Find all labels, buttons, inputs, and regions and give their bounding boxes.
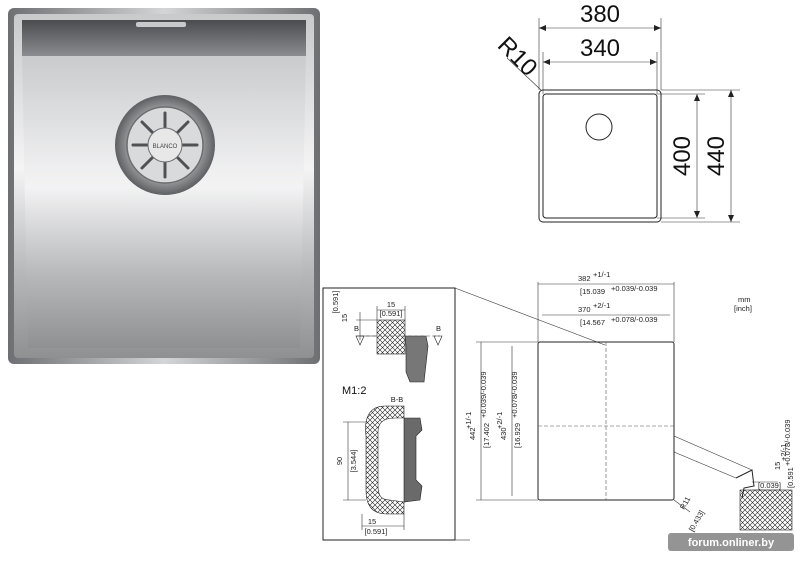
dim-430-tol: +2/-1 [495, 412, 504, 429]
clip-profile-bb [403, 417, 423, 503]
section-frame [322, 287, 456, 541]
section-dim-3544: [3.544] [349, 450, 358, 473]
dim-15-2-inch: [0.591 [786, 467, 795, 488]
sink-photo: BLANCO [8, 8, 320, 364]
section-detail-panel: 15 [0.591] 15 [0.591] B B M1:2 B-B 90 [3… [322, 287, 606, 541]
scale-label: M1:2 [342, 385, 366, 397]
dim-400-label: 400 [669, 136, 696, 176]
section-dim-15-top: 15 [387, 300, 395, 309]
dim-442-inch: [17.402 [482, 423, 491, 448]
drain-cap [147, 127, 183, 163]
section-dim-0591-left: [0.591] [331, 291, 340, 314]
watermark: forum.onliner.by [668, 533, 794, 551]
dim-15-2-tol: +2/-1 [779, 444, 788, 461]
watermark-text: forum.onliner.by [688, 537, 775, 549]
callout-line-top [454, 287, 606, 346]
dim-r11-inch: [0.433] [687, 509, 706, 533]
section-marker-b-right: B [436, 324, 441, 333]
section-dim-15-left: 15 [340, 314, 349, 322]
sink-edge-profile [404, 335, 429, 383]
dim-15-2-inch-tol: +0.078/-0.039 [783, 420, 792, 467]
dim-370-inch: [14.567 [580, 318, 605, 327]
section-dim-15-bottom: 15 [368, 517, 376, 526]
drain-hole-outline [585, 113, 613, 141]
dim-382: 382 [578, 274, 591, 283]
counter-hatch-detail [739, 489, 793, 531]
units-inch: [inch] [734, 304, 752, 313]
dim-440-label: 440 [703, 136, 730, 176]
section-marker-b-left: B [354, 324, 359, 333]
dim-15-2: 15 [773, 462, 782, 470]
dim-382-inch: [15.039 [580, 287, 605, 296]
dim-442: 442 [468, 427, 477, 440]
dim-382-inch-tol: +0.039/-0.039 [611, 284, 658, 293]
dim-382-tol: +1/-1 [593, 270, 610, 279]
dim-039: [0.039] [758, 481, 781, 490]
dim-442-tol: +1/-1 [464, 412, 473, 429]
units-mm: mm [738, 295, 751, 304]
dim-340-label: 340 [580, 35, 620, 62]
brand-badge: BLANCO [153, 144, 178, 150]
dim-370-inch-tol: +0.078/-0.039 [611, 315, 658, 324]
sink-outline-outer [538, 89, 662, 223]
detail-dimension-drawing: mm [inch] 382 +1/-1 [15.039 +0.039/-0.03… [464, 270, 795, 533]
dim-380-label: 380 [580, 1, 620, 28]
sink-floor [22, 56, 306, 348]
dim-430-inch: [16.929 [513, 423, 522, 448]
sink-outline-inner [542, 93, 658, 219]
callout-line-profile [673, 435, 753, 471]
section-bb-label: B-B [391, 395, 404, 404]
dim-430: 430 [499, 427, 508, 440]
overflow-slot [136, 22, 186, 27]
section-dim-0591-top: [0.591] [380, 309, 403, 318]
radius-label: R10 [492, 32, 542, 82]
counter-hatch-top [376, 319, 406, 355]
dim-r11: R11 [678, 495, 692, 511]
section-dim-90: 90 [335, 457, 344, 465]
dim-370: 370 [578, 305, 591, 314]
section-dim-0591-bottom: [0.591] [365, 527, 388, 536]
dim-442-inch-tol: +0.039/-0.039 [479, 372, 488, 419]
dim-370-tol: +2/-1 [593, 301, 610, 310]
dim-430-inch-tol: +0.078/-0.039 [510, 372, 519, 419]
counter-hatch-bb [365, 405, 405, 515]
radius-leader [506, 57, 542, 91]
top-dimension-drawing: 380 340 R10 400 440 [492, 1, 740, 223]
